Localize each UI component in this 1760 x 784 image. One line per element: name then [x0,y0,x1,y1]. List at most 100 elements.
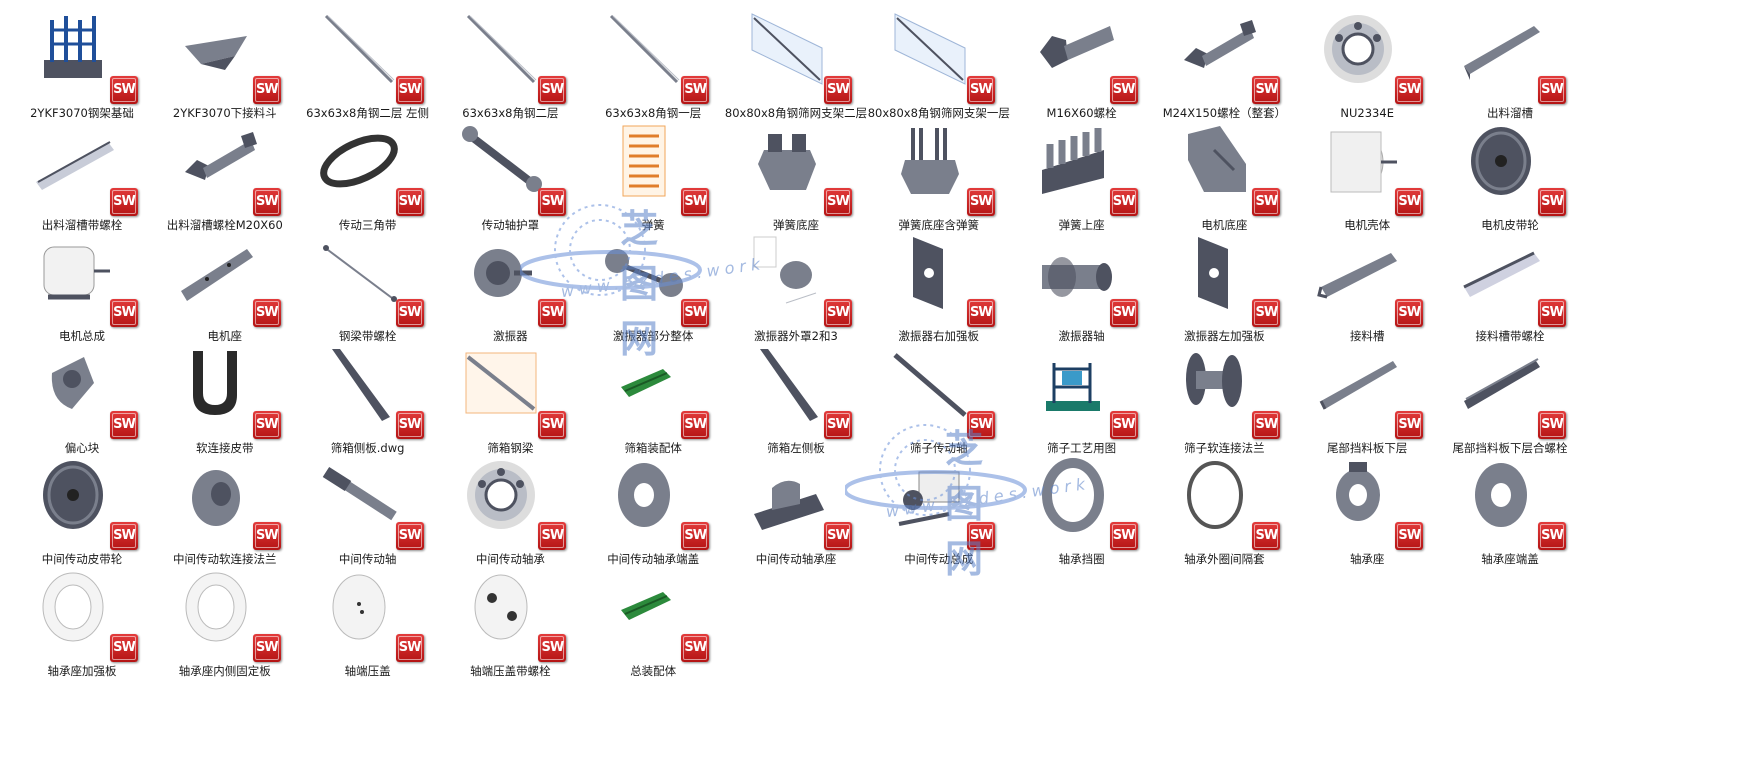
badge-text: SW [827,305,850,320]
solidworks-badge-icon: SW [681,299,710,327]
file-name: 2YKF3070下接料斗 [172,106,277,120]
file-name: 激振器外罩2和3 [754,329,838,343]
motor-base-icon [1174,120,1256,202]
solidworks-badge-icon: SW [395,410,424,439]
file-name: 中间传动软连接法兰 [173,552,277,566]
solidworks-badge-icon: SW [395,76,424,104]
file-name: 80x80x8角钢筛网支架一层 [867,106,1010,120]
file-name: 传动轴护罩 [481,217,540,232]
hopper-icon [175,8,257,90]
file-name: 筛子软连接法兰 [1184,440,1265,455]
pulley-icon [32,454,114,536]
file-item[interactable]: SW 激振器外罩2和3 [716,223,876,348]
side-plate-icon [318,343,400,425]
spacer-ring-icon [1174,454,1256,536]
badge-text: SW [827,416,850,432]
badge-text: SW [1398,528,1421,543]
file-item[interactable]: SW 中间传动软连接法兰 [145,446,305,571]
screen-beam-icon [460,343,542,425]
file-name: 中间传动总成 [904,552,974,566]
receiving-trough-bolt-icon [1460,231,1542,313]
end-cap-icon [603,454,685,536]
solidworks-badge-icon: SW [252,522,281,550]
file-name: 弹簧底座含弹簧 [898,217,980,232]
solidworks-badge-icon: SW [1538,187,1566,216]
badge-text: SW [541,528,565,543]
file-name: 电机总成 [59,329,105,343]
reinforcing-plate-icon [889,231,971,313]
steel-frame-icon [32,8,114,90]
file-name: 接料槽 [1349,329,1385,343]
retaining-ring-icon [1032,454,1114,536]
solidworks-badge-icon: SW [1252,76,1281,104]
transmission-assembly-icon [889,454,971,536]
flange-icon [175,454,257,536]
file-name: 轴承座内侧固定板 [178,663,271,678]
file-name: 尾部挡料板下层 [1326,440,1408,455]
file-name: 软连接皮带 [196,440,254,455]
solidworks-badge-icon: SW [110,410,138,439]
file-name: 出料溜槽带螺栓 [41,217,123,232]
file-name: 出料溜槽 [1487,106,1533,120]
solidworks-badge-icon: SW [395,633,424,662]
